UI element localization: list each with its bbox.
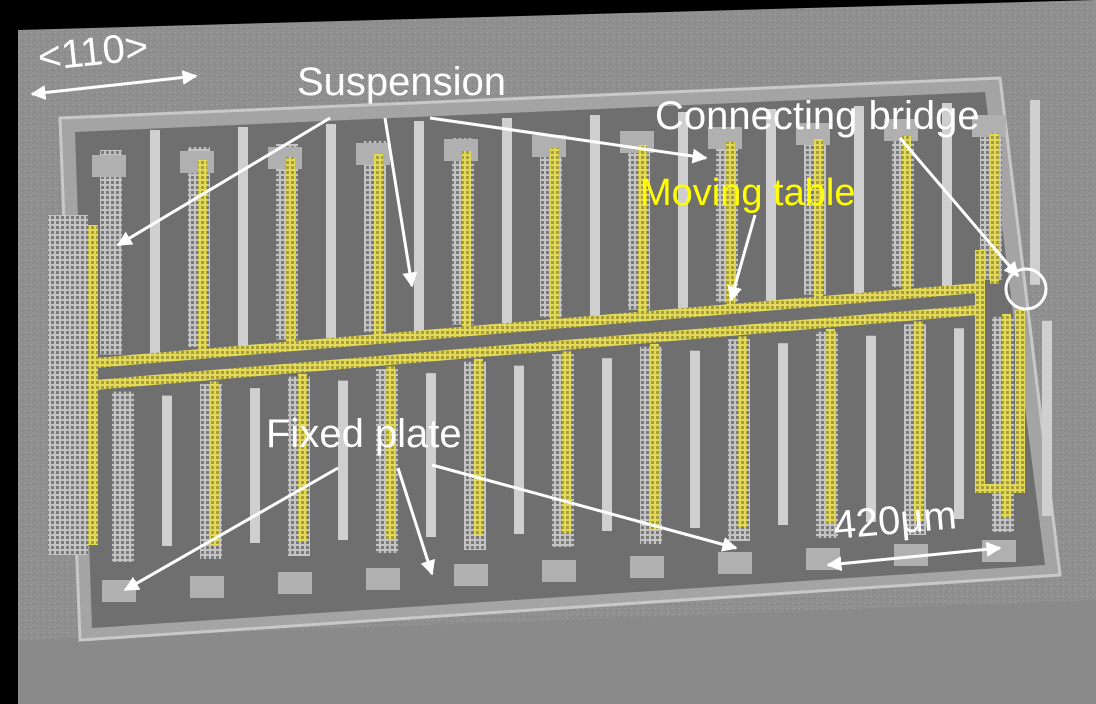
fixed-plate-pad <box>718 552 752 574</box>
suspension-beam <box>326 124 336 345</box>
moving-table-arrow <box>727 214 757 302</box>
moving-finger-upper <box>198 160 207 352</box>
moving-table-structure <box>88 133 1025 545</box>
suspension-beam <box>514 365 524 534</box>
fixed-plate-pad <box>278 572 312 594</box>
suspension-beam <box>1042 320 1052 516</box>
moving-table-rail <box>95 304 985 390</box>
suspension-beam <box>238 127 248 353</box>
fixed-plate-arrow-3 <box>431 463 738 552</box>
fixed-plate-pad <box>454 564 488 586</box>
moving-table-edge <box>88 225 98 545</box>
moving-finger-upper <box>638 145 647 314</box>
suspension-arrow-3 <box>429 116 708 164</box>
moving-finger-upper <box>902 136 911 292</box>
bridge-arrow <box>898 137 1020 278</box>
fixed-plate-pad <box>630 556 664 578</box>
fixed-plate-arrow-1 <box>123 466 339 592</box>
moving-finger-upper <box>814 139 823 299</box>
connecting-bridge-marker <box>1004 267 1048 311</box>
moving-table-rail <box>95 282 985 368</box>
annotation-arrows <box>30 70 1020 592</box>
moving-table-edge <box>975 484 1025 493</box>
moving-finger-upper <box>990 133 999 284</box>
moving-table-edge <box>975 250 985 490</box>
orientation-arrow <box>30 70 198 100</box>
fixed-plate-pad <box>444 139 478 161</box>
moving-finger-upper <box>550 148 559 322</box>
suspension-beam <box>690 350 700 528</box>
fixed-plate-pad <box>884 119 918 141</box>
moving-finger-lower <box>298 373 307 542</box>
left-anchor <box>48 215 88 555</box>
suspension-beam <box>338 380 348 540</box>
moving-finger-upper <box>374 154 383 337</box>
suspension-label: Suspension <box>297 60 507 104</box>
comb-fingers <box>48 100 1052 602</box>
suspension-beam <box>502 118 512 330</box>
suspension-beam <box>162 395 172 546</box>
fixed-plate-pad <box>190 576 224 598</box>
fixed-plate-pad <box>982 540 1016 562</box>
moving-finger-lower <box>914 321 923 521</box>
moving-finger-upper <box>462 151 471 329</box>
suspension-beam <box>954 328 964 519</box>
suspension-beam <box>590 115 600 323</box>
fixed-plate-pad <box>356 143 390 165</box>
moving-finger-lower <box>738 336 747 527</box>
suspension-beam <box>414 121 424 338</box>
fixed-plate-label: Fixed plate <box>266 412 462 456</box>
substrate-edge <box>18 600 1096 704</box>
moving-finger-lower <box>650 343 659 530</box>
moving-finger-lower <box>562 351 571 533</box>
moving-finger-upper <box>726 142 735 307</box>
suspension-beam <box>150 130 160 360</box>
suspension-beam <box>426 373 436 537</box>
scale-arrow <box>826 541 1002 572</box>
suspension-arrow-2 <box>383 117 418 288</box>
moving-finger-lower <box>1002 313 1011 518</box>
moving-finger-lower <box>474 358 483 536</box>
suspension-beam <box>1030 100 1040 285</box>
scale-label: 420μm <box>831 493 959 548</box>
fixed-plate-pad <box>542 560 576 582</box>
fixed-plate-pad <box>268 147 302 169</box>
moving-finger-lower <box>386 366 395 539</box>
suspension-beam <box>250 388 260 543</box>
fixed-comb-lower <box>112 391 134 562</box>
suspension-beam <box>778 343 788 525</box>
fixed-plate-pad <box>102 580 136 602</box>
moving-finger-lower <box>210 381 219 545</box>
moving-finger-lower <box>826 328 835 524</box>
fixed-plate-pad <box>180 151 214 173</box>
fixed-plate-pad <box>972 115 1006 137</box>
moving-table-label: Moving table <box>640 172 856 214</box>
fixed-plate-pad <box>92 155 126 177</box>
moving-finger-upper <box>286 157 295 344</box>
fixed-plate-pad <box>806 548 840 570</box>
suspension-beam <box>766 109 776 308</box>
fixed-plate-pad <box>366 568 400 590</box>
suspension-beam <box>678 112 688 315</box>
fixed-plate-arrow-2 <box>396 467 436 576</box>
fixed-comb-upper <box>100 150 122 355</box>
suspension-beam <box>866 335 876 522</box>
moving-table-edge <box>1015 310 1025 490</box>
suspension-beam <box>602 358 612 531</box>
suspension-beam <box>942 103 952 293</box>
suspension-arrow-1 <box>116 116 331 247</box>
connecting-bridge-label: Connecting bridge <box>655 94 980 138</box>
suspension-beam <box>854 106 864 300</box>
